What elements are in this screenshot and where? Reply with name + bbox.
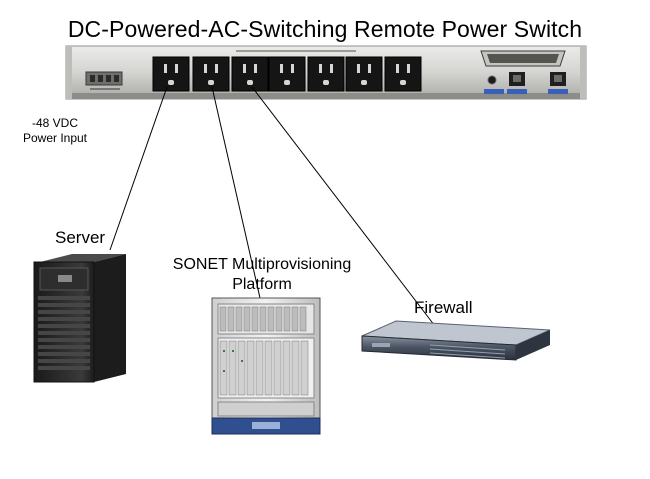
port-label-tag xyxy=(484,89,504,94)
dc-terminal-icon xyxy=(85,71,123,90)
reset-jack-icon xyxy=(487,75,497,85)
rj45-port-icon xyxy=(507,72,527,94)
ac-outlet-icon xyxy=(384,56,422,92)
power-input-caption: Power Input xyxy=(22,131,88,145)
ac-outlet-icon xyxy=(307,56,345,92)
ac-outlet-icon xyxy=(345,56,383,92)
power-switch-unit xyxy=(65,45,587,100)
server-icon xyxy=(33,254,126,383)
serial-port-icon xyxy=(480,50,566,67)
sonet-label: SONET Multiprovisioning Platform xyxy=(154,255,370,295)
ac-outlet-icon xyxy=(268,56,306,92)
power-input-label: -48 VDC Power Input xyxy=(8,116,102,146)
sonet-label-line1: SONET Multiprovisioning xyxy=(172,256,352,273)
sonet-label-line2: Platform xyxy=(232,276,292,293)
ac-outlet-icon xyxy=(192,56,230,92)
server-connection-line xyxy=(109,86,168,251)
rj45-port-icon xyxy=(548,72,568,94)
sonet-connection-line xyxy=(211,86,261,299)
connection-lines xyxy=(109,86,439,331)
ac-outlet-icon xyxy=(231,56,269,92)
server-label: Server xyxy=(55,228,106,247)
power-input-voltage: -48 VDC xyxy=(31,116,78,130)
ac-outlet-icon xyxy=(152,56,190,92)
firewall-appliance-icon xyxy=(361,320,551,361)
diagram-title: DC-Powered-AC-Switching Remote Power Swi… xyxy=(67,16,583,42)
firewall-label: Firewall xyxy=(414,298,473,317)
firewall-connection-line xyxy=(251,86,439,331)
sonet-rack-icon xyxy=(211,297,321,435)
